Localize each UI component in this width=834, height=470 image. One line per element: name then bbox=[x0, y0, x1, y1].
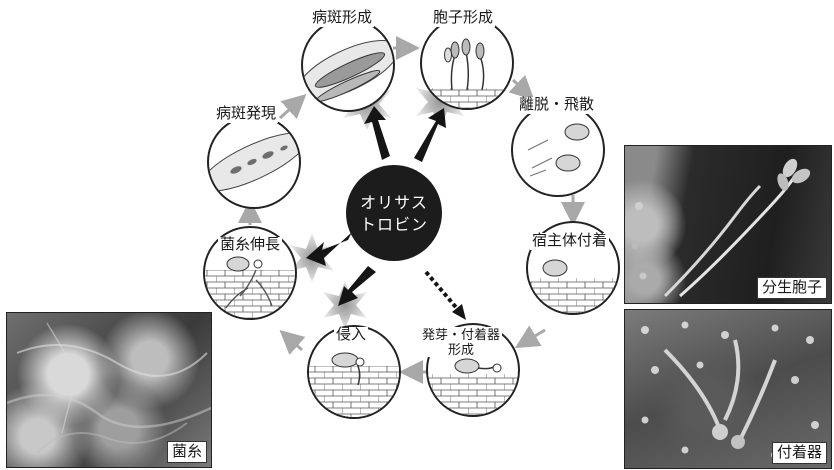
label-detachment: 離脱・飛散 bbox=[517, 97, 597, 114]
appressoria-photo: 付着器 bbox=[624, 309, 832, 469]
conidia-caption: 分生胞子 bbox=[756, 277, 827, 299]
label-lesion-appearance: 病斑発現 bbox=[214, 106, 279, 123]
label-germination-line1: 発芽・付着器 bbox=[422, 327, 501, 342]
inhibition-arrows bbox=[306, 106, 446, 306]
arrow-spore-to-detach bbox=[508, 74, 535, 101]
arrow-attach-to-germ bbox=[514, 325, 546, 349]
arrow-center-to-lesion bbox=[364, 106, 390, 160]
arrow-center-to-penetration bbox=[338, 266, 376, 306]
center-label-line1: オリサス bbox=[360, 195, 428, 212]
cycle-arrows bbox=[238, 36, 585, 384]
appressoria-caption: 付着器 bbox=[771, 442, 827, 464]
label-hyphal-extension: 菌糸伸長 bbox=[218, 237, 283, 254]
circle-lesion-formation bbox=[301, 18, 395, 112]
arrow-center-to-spore bbox=[414, 108, 446, 162]
circle-lesion-appearance bbox=[207, 115, 301, 209]
center-label: オリサス トロビン bbox=[351, 193, 437, 237]
arrow-center-to-germination-head bbox=[452, 304, 466, 320]
label-lesion-formation: 病斑形成 bbox=[310, 10, 375, 27]
center-circle bbox=[346, 165, 442, 261]
center-label-line2: トロビン bbox=[359, 217, 428, 234]
arrow-appearance-to-lesion bbox=[278, 93, 307, 120]
circle-spore-formation bbox=[420, 16, 514, 110]
starburst-spore bbox=[416, 76, 464, 128]
label-penetration: 侵入 bbox=[334, 327, 369, 344]
label-spore-formation: 胞子形成 bbox=[431, 10, 496, 27]
arrow-penetration-to-hyphal bbox=[279, 330, 306, 355]
circle-detachment bbox=[511, 103, 605, 197]
arrow-center-to-hyphal bbox=[306, 232, 352, 266]
label-host-attachment: 宿主体付着 bbox=[530, 233, 610, 250]
arrow-center-to-germination bbox=[424, 270, 462, 314]
hyphae-caption: 菌糸 bbox=[166, 441, 207, 463]
starburst-penetration bbox=[323, 281, 367, 329]
label-germination-line2: 形成 bbox=[448, 342, 475, 357]
hyphae-photo: 菌糸 bbox=[6, 312, 212, 468]
label-germination: 発芽・付着器 形成 bbox=[420, 327, 503, 357]
conidia-photo: 分生胞子 bbox=[624, 145, 832, 304]
